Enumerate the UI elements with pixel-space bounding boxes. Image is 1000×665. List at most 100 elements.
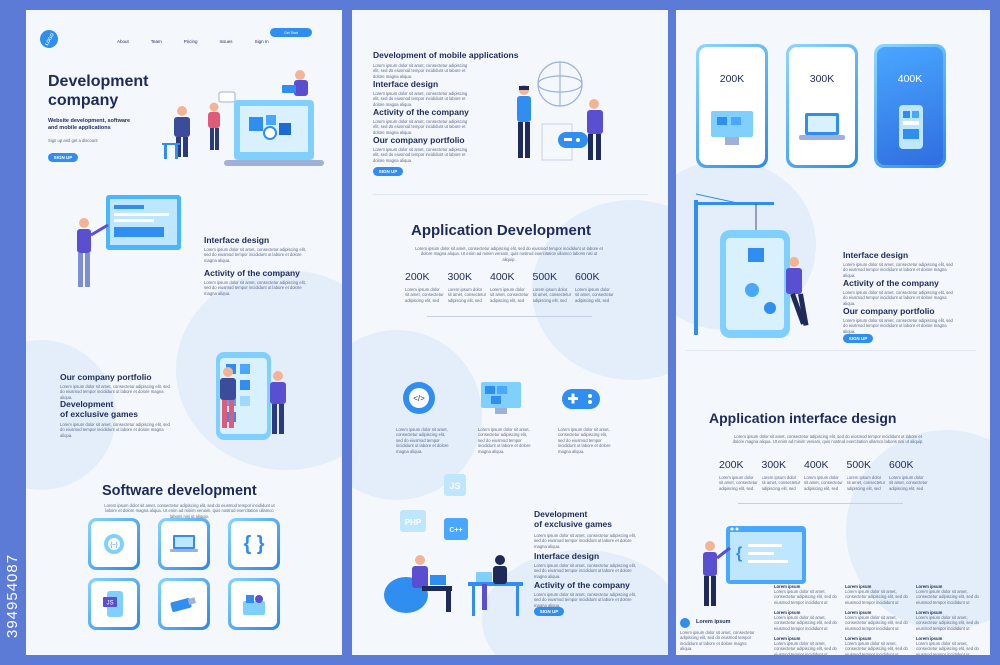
- interface-illustration: [77, 195, 181, 287]
- gamepad-icon: [558, 132, 588, 148]
- hero-title: Development company: [48, 73, 149, 109]
- activity-text: Lorem ipsum dolor sit amet, consectetur …: [373, 119, 468, 135]
- portfolio-text: Lorem ipsum dolor sit amet, consectetur …: [373, 147, 468, 163]
- interface-design-text: Lorem ipsum dolor sit amet, consectetur …: [534, 563, 636, 579]
- signup-button[interactable]: SIGN UP: [373, 167, 403, 176]
- signup-button[interactable]: SIGN UP: [48, 153, 78, 162]
- top-nav: About Team Pricing Issues Sign In: [117, 30, 291, 48]
- tile-toolbox[interactable]: [228, 578, 280, 630]
- feature-text: Lorem ipsum dolor sit amet, consectetur …: [396, 427, 449, 454]
- mobile-apps-text: Lorem ipsum dolor sit amet, consectetur …: [373, 63, 468, 79]
- software-development-text: Lorem ipsum dolor sit amet, consectetur …: [104, 503, 275, 519]
- logo[interactable]: LOGO: [36, 26, 62, 52]
- activity-text: Lorem ipsum dolor sit amet, consectetur …: [534, 592, 636, 608]
- activity-heading: Activity of the company: [204, 268, 300, 278]
- tile-javascript[interactable]: JS: [88, 578, 140, 630]
- nav-sign-in[interactable]: Sign In: [254, 39, 269, 44]
- nav-issues[interactable]: Issues: [219, 39, 233, 44]
- landing-panel-application-development: Development of mobile applications Lorem…: [352, 10, 668, 655]
- nav-pricing[interactable]: Pricing: [183, 39, 198, 44]
- interface-design-heading: Interface design: [843, 250, 909, 260]
- tile-laptop[interactable]: [158, 518, 210, 570]
- footer-brand-text: Lorem ipsum dolor sit amet, consectetur …: [680, 630, 755, 652]
- activity-heading: Activity of the company: [843, 278, 939, 288]
- activity-heading: Activity of the company: [534, 580, 630, 590]
- application-interface-design-text: Lorem ipsum dolor sit amet, consectetur …: [732, 434, 924, 445]
- vr-gaming-illustration: [517, 61, 603, 161]
- crane-phone-illustration: [694, 193, 809, 338]
- usb-drive-icon: [170, 597, 197, 612]
- application-interface-design-title: Application interface design: [709, 410, 897, 426]
- signup-button[interactable]: SIGN UP: [843, 334, 873, 343]
- gear-icon: {~}: [104, 534, 124, 554]
- interface-design-text: Lorem ipsum dolor sit amet, consectetur …: [843, 262, 953, 278]
- activity-text: Lorem ipsum dolor sit amet, consectetur …: [843, 290, 953, 306]
- tile-code[interactable]: { }: [228, 518, 280, 570]
- coding-team-illustration: JS PHP C++: [384, 474, 523, 616]
- interface-design-heading: Interface design: [204, 235, 270, 245]
- tile-usb[interactable]: [158, 578, 210, 630]
- portfolio-text: Lorem ipsum dolor sit amet, consectetur …: [843, 318, 953, 334]
- code-braces-icon: { }: [243, 532, 265, 555]
- landing-panel-development-company: LOGO About Team Pricing Issues Sign In Get S…: [26, 10, 342, 655]
- landing-panel-application-interface-design: 200K 300K 400K Interface design Lorem ip…: [676, 10, 990, 655]
- interface-design-text: Lorem ipsum dolor sit amet, consectetur …: [373, 91, 468, 107]
- portfolio-heading: Our company portfolio: [373, 135, 465, 145]
- php-label: PHP: [405, 518, 422, 527]
- portfolio-heading: Our company portfolio: [843, 306, 935, 316]
- hero-subtitle: Website development, software and mobile…: [48, 118, 131, 131]
- footer-logo-icon[interactable]: [680, 618, 690, 628]
- application-development-text: Lorem ipsum dolor sit amet, consectetur …: [415, 246, 603, 262]
- hero-note: Sign up and get a discount: [48, 138, 98, 143]
- pricing-card[interactable]: 300K: [786, 44, 858, 168]
- nav-about[interactable]: About: [117, 39, 129, 44]
- js-phone-icon: JS: [103, 591, 123, 617]
- divider: [686, 350, 976, 351]
- laptop-base: [224, 160, 324, 166]
- desktop-computer-icon: [711, 111, 753, 145]
- svg-text:{: {: [736, 545, 742, 562]
- divider: [427, 316, 592, 317]
- exclusive-games-heading: Development of exclusive games: [60, 399, 138, 419]
- mobile-apps-heading: Development of mobile applications: [373, 50, 519, 60]
- divider: [738, 503, 903, 504]
- footer-brand: Lorem ipsum: [696, 619, 731, 625]
- exclusive-games-text: Lorem ipsum dolor sit amet, consectetur …: [534, 533, 636, 549]
- svg-text:{~}: {~}: [110, 543, 118, 549]
- get-start-button[interactable]: Get Start: [270, 28, 312, 37]
- activity-heading: Activity of the company: [373, 107, 469, 117]
- pricing-card[interactable]: 200K: [696, 44, 768, 168]
- software-development-title: Software development: [102, 483, 257, 499]
- code-window-illustration: {: [703, 526, 806, 606]
- js-label: JS: [449, 481, 460, 491]
- svg-text:</>: </>: [413, 394, 425, 403]
- signup-button[interactable]: SIGN UP: [534, 607, 564, 616]
- feature-text: Lorem ipsum dolor sit amet, consectetur …: [478, 427, 531, 454]
- laptop-icon: [170, 535, 198, 552]
- pricing-card-selected[interactable]: 400K: [874, 44, 946, 168]
- interface-design-heading: Interface design: [534, 551, 600, 561]
- nav-team[interactable]: Team: [150, 39, 162, 44]
- tile-settings[interactable]: {~}: [88, 518, 140, 570]
- portfolio-text: Lorem ipsum dolor sit amet, consectetur …: [60, 384, 170, 400]
- exclusive-games-text: Lorem ipsum dolor sit amet, consectetur …: [60, 422, 170, 438]
